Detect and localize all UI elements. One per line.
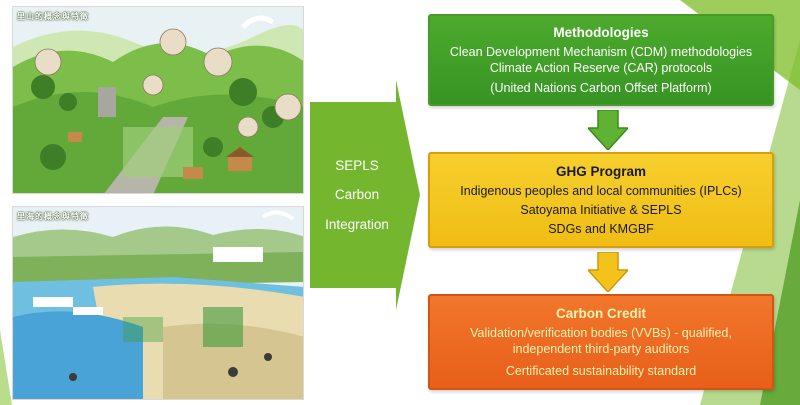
ghg-line-sdgs: SDGs and KMGBF <box>548 222 654 236</box>
arrow-label-carbon: Carbon <box>334 187 380 203</box>
carbon-credit-title: Carbon Credit <box>555 306 646 321</box>
arrow-label-integration: Integration <box>325 216 389 232</box>
ghg-line-satoyama: Satoyama Initiative & SEPLS <box>520 203 682 217</box>
ghg-line-iplcs: Indigenous peoples and local communities… <box>460 184 742 198</box>
credit-line-standard: Certificated sustainability standard <box>505 364 697 378</box>
satoumi-illustration: 里海的概念與特徵 <box>12 206 304 400</box>
methodologies-box: Methodologies Clean Development Mechanis… <box>428 14 774 106</box>
carbon-credit-box: Carbon Credit Validation/verification bo… <box>428 294 774 390</box>
credit-line-vvbs: Validation/verification bodies (VVBs) - … <box>470 326 732 340</box>
satoumi-caption: 里海的概念與特徵 <box>17 212 89 221</box>
methodologies-line-cdm: Clean Development Mechanism (CDM) method… <box>449 45 753 59</box>
arrow-label-sepls: SEPLS <box>335 157 379 173</box>
satoyama-illustration: 里山的概念與特徵 <box>12 6 304 194</box>
methodologies-title: Methodologies <box>553 25 649 40</box>
down-arrow-icon <box>588 252 628 292</box>
methodologies-line-un: (United Nations Carbon Offset Platform) <box>490 81 712 95</box>
methodologies-line-car: Climate Action Reserve (CAR) protocols <box>489 61 713 75</box>
ghg-program-box: GHG Program Indigenous peoples and local… <box>428 152 774 248</box>
down-arrow-icon <box>588 110 628 150</box>
ghg-program-title: GHG Program <box>555 164 647 179</box>
integration-arrow-icon <box>310 80 420 310</box>
integration-labels: SEPLS Carbon Integration <box>310 80 404 310</box>
credit-line-auditors: independent third-party auditors <box>512 342 690 356</box>
satoyama-caption: 里山的概念與特徵 <box>17 12 89 21</box>
